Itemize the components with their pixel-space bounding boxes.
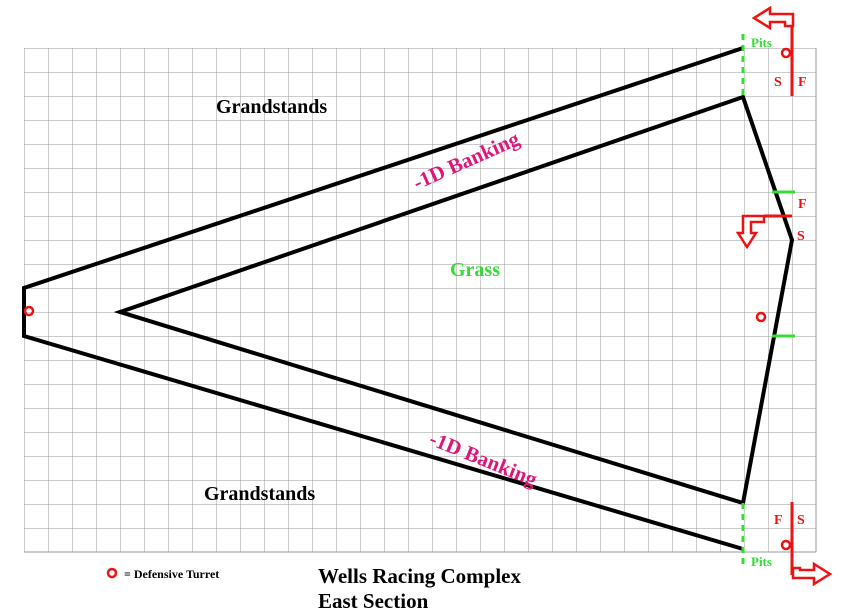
marker-top-s: S — [774, 75, 782, 90]
title-line2: East Section — [318, 589, 429, 613]
arrow-right-icon — [791, 561, 833, 587]
pits-top-label: Pits — [751, 35, 772, 50]
turret-icon — [755, 311, 767, 323]
turret-icon — [780, 47, 792, 59]
marker-top-f: F — [798, 75, 807, 90]
turret-icon — [780, 539, 792, 551]
grass-label: Grass — [450, 259, 500, 281]
marker-bottom-f: F — [774, 513, 783, 528]
legend-turret-label: = Defensive Turret — [124, 567, 219, 581]
turret-icon — [23, 305, 35, 317]
arrow-left-icon — [751, 5, 795, 31]
grandstands-bottom-label: Grandstands — [204, 483, 315, 505]
marker-bottom-s: S — [797, 513, 805, 528]
title-line1: Wells Racing Complex — [318, 564, 521, 588]
marker-mid-s: S — [797, 229, 805, 244]
pits-bottom-label: Pits — [751, 554, 772, 569]
legend-turret-icon — [106, 567, 118, 579]
grid — [24, 48, 816, 552]
marker-mid-f: F — [798, 197, 807, 212]
arrow-down-icon — [735, 214, 766, 250]
grandstands-top-label: Grandstands — [216, 96, 327, 118]
